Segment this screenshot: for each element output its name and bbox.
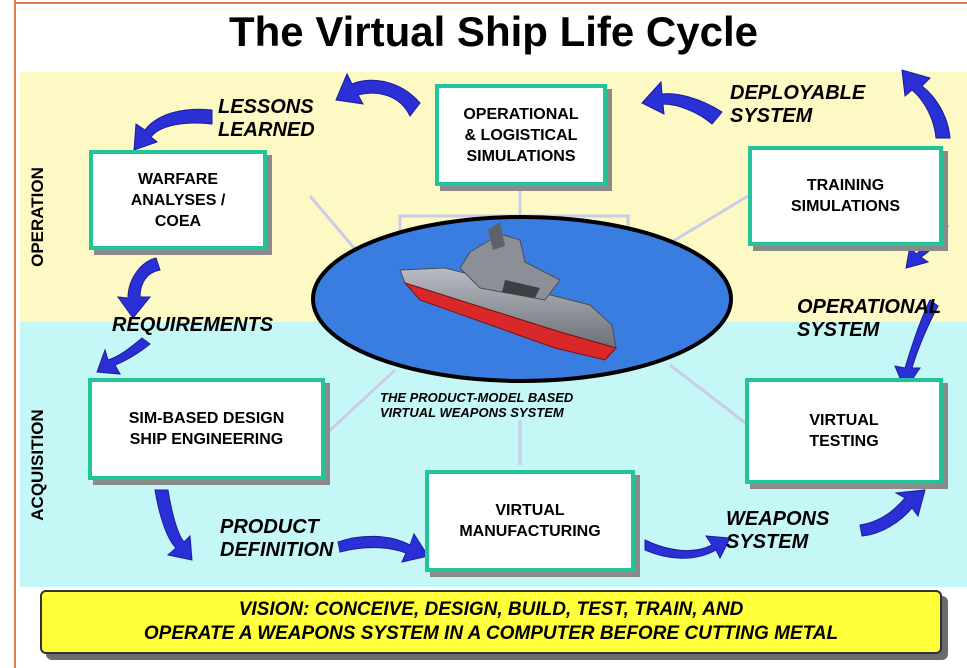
diagram-title: The Virtual Ship Life Cycle [228, 8, 759, 55]
vision-line-1: VISION: CONCEIVE, DESIGN, BUILD, TEST, T… [238, 599, 744, 620]
virtual-manufacturing-box: VIRTUAL MANUFACTURING [425, 470, 635, 572]
frame-top-border [14, 2, 967, 4]
lessons-learned-label: LESSONS LEARNED [218, 96, 315, 141]
vision-banner: VISION: CONCEIVE, DESIGN, BUILD, TEST, T… [40, 590, 942, 654]
vision-line-2: OPERATE A WEAPONS SYSTEM IN A COMPUTER B… [143, 623, 839, 644]
product-model-caption: THE PRODUCT-MODEL BASED VIRTUAL WEAPONS … [380, 390, 574, 420]
flow-arrows [96, 69, 951, 563]
requirements-label: REQUIREMENTS [112, 314, 274, 336]
frame-left-border [14, 0, 16, 668]
operational-system-label: OPERATIONAL SYSTEM [797, 296, 942, 341]
ship-model [399, 222, 617, 361]
deployable-system-label: DEPLOYABLE SYSTEM [730, 82, 866, 127]
training-simulations-box: TRAINING SIMULATIONS [748, 146, 943, 246]
virtual-testing-box: VIRTUAL TESTING [745, 378, 943, 484]
sim-based-design-box: SIM-BASED DESIGN SHIP ENGINEERING [88, 378, 325, 480]
product-definition-label: PRODUCT DEFINITION [220, 516, 334, 561]
warfare-analyses-box: WARFARE ANALYSES / COEA [89, 150, 267, 250]
weapons-system-label: WEAPONS SYSTEM [726, 508, 830, 553]
operational-logistical-simulations-box: OPERATIONAL & LOGISTICAL SIMULATIONS [435, 84, 607, 186]
